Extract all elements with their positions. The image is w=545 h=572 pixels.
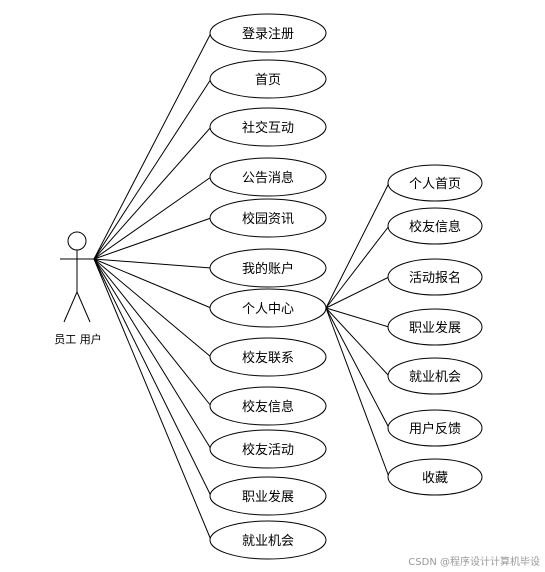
- sub-use-case-label: 就业机会: [409, 370, 461, 385]
- use-case-label: 就业机会: [242, 534, 294, 549]
- sub-use-case: 校友信息: [387, 207, 483, 245]
- main-use-cases: 登录注册首页社交互动公告消息校园资讯我的账户个人中心校友联系校友信息校友活动职业…: [209, 13, 327, 560]
- use-case-ellipse: [209, 198, 327, 238]
- sub-use-case-ellipse: [387, 357, 483, 395]
- sub-edge: [325, 307, 390, 377]
- use-case: 校友活动: [209, 429, 327, 469]
- sub-edge: [325, 307, 390, 478]
- use-case-label: 登录注册: [242, 27, 294, 42]
- use-case: 职业发展: [209, 476, 327, 516]
- use-case-ellipse: [209, 337, 327, 377]
- actor-edge: [93, 32, 212, 260]
- use-case-label: 校园资讯: [242, 211, 294, 227]
- sub-use-case: 收藏: [387, 458, 483, 496]
- sub-edge: [325, 225, 390, 309]
- sub-edge: [325, 276, 390, 309]
- sub-edge: [325, 182, 390, 309]
- use-case: 校友信息: [209, 386, 327, 426]
- sub-use-case-label: 收藏: [422, 471, 448, 486]
- use-case-ellipse: [209, 157, 327, 197]
- sub-use-case-ellipse: [387, 164, 483, 202]
- use-case: 个人中心: [209, 288, 327, 328]
- use-case: 就业机会: [209, 520, 327, 560]
- actor-head: [67, 231, 87, 251]
- use-case: 登录注册: [209, 13, 327, 53]
- use-case: 首页: [209, 59, 327, 99]
- use-case-ellipse: [209, 520, 327, 560]
- connection-lines: [93, 32, 390, 541]
- use-case: 校园资讯: [209, 198, 327, 238]
- use-case: 社交互动: [209, 107, 327, 147]
- actor-edge: [93, 258, 212, 497]
- use-case-ellipse: [209, 429, 327, 469]
- use-case-ellipse: [209, 386, 327, 426]
- use-case: 公告消息: [209, 157, 327, 197]
- use-case-label: 个人中心: [242, 302, 294, 317]
- use-case-ellipse: [209, 59, 327, 99]
- actor-edge: [93, 258, 212, 358]
- actor-edge: [93, 258, 212, 269]
- use-case-ellipse: [209, 288, 327, 328]
- use-case-label: 社交互动: [242, 120, 294, 136]
- sub-use-case: 活动报名: [387, 258, 483, 296]
- use-case-ellipse: [209, 107, 327, 147]
- sub-use-case-ellipse: [387, 207, 483, 245]
- actor-left-leg: [63, 291, 78, 323]
- use-case-label: 职业发展: [242, 489, 294, 505]
- sub-use-case-ellipse: [387, 308, 483, 346]
- sub-use-case-label: 活动报名: [409, 270, 461, 286]
- sub-use-case-ellipse: [387, 258, 483, 296]
- actor-edge: [93, 217, 212, 260]
- actor-edge: [93, 126, 212, 260]
- sub-edge: [325, 307, 390, 328]
- actor-edge: [93, 78, 212, 260]
- use-case: 校友联系: [209, 337, 327, 377]
- actor-label: 员工 用户: [54, 332, 102, 346]
- use-case-ellipse: [209, 248, 327, 288]
- actor-edge: [93, 258, 212, 450]
- use-case-ellipse: [209, 13, 327, 53]
- sub-use-case-label: 用户反馈: [409, 421, 461, 437]
- sub-use-case: 个人首页: [387, 164, 483, 202]
- use-case-label: 我的账户: [242, 261, 294, 277]
- sub-edge: [325, 307, 390, 429]
- sub-use-case-ellipse: [387, 458, 483, 496]
- use-case: 我的账户: [209, 248, 327, 288]
- use-case-label: 公告消息: [242, 170, 294, 186]
- use-case-label: 校友联系: [242, 350, 294, 366]
- sub-use-case-label: 职业发展: [409, 320, 461, 336]
- use-case-label: 校友活动: [242, 442, 294, 458]
- sub-use-case-label: 校友信息: [409, 219, 461, 235]
- actor-edge: [93, 258, 212, 407]
- sub-use-case: 职业发展: [387, 308, 483, 346]
- actor-right-leg: [76, 291, 91, 323]
- actor: 员工 用户: [54, 231, 102, 346]
- sub-use-case: 就业机会: [387, 357, 483, 395]
- sub-use-case-ellipse: [387, 409, 483, 447]
- actor-edge: [93, 258, 212, 309]
- use-case-label: 校友信息: [242, 399, 294, 415]
- actor-edge: [93, 258, 212, 541]
- watermark: CSDN @程序设计计算机毕设: [408, 555, 540, 568]
- actor-edge: [93, 176, 212, 260]
- sub-use-case-label: 个人首页: [409, 177, 461, 192]
- use-case-ellipse: [209, 476, 327, 516]
- sub-use-case: 用户反馈: [387, 409, 483, 447]
- use-case-label: 首页: [255, 73, 281, 88]
